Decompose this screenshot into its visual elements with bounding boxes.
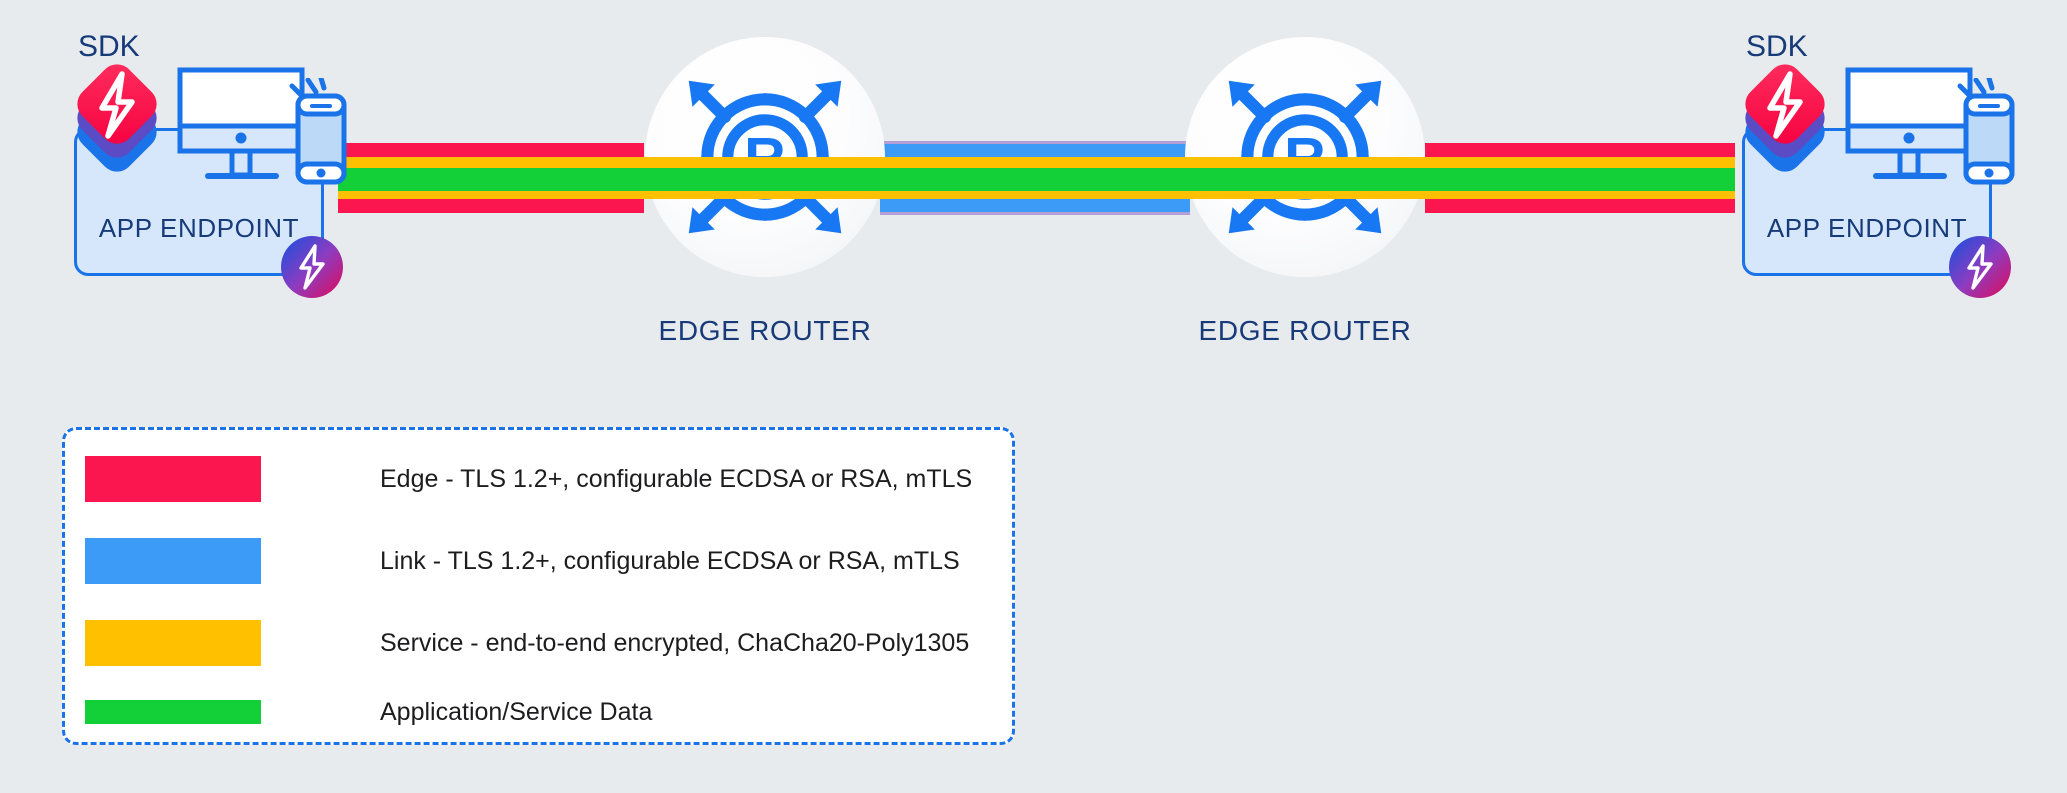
pipe-middle-link-top-blue: [880, 144, 1190, 157]
right-sdk-stack-icon: [1720, 58, 1850, 178]
right-bolt-badge-icon: [1949, 236, 2011, 298]
pipe-middle-link-bottom-hairline: [880, 212, 1190, 215]
link-swatch: [85, 538, 261, 584]
pipe-service-top-yellow: [338, 157, 1735, 168]
legend-label-link: Link - TLS 1.2+, configurable ECDSA or R…: [380, 546, 960, 575]
pipe-right-edge-bottom-red: [1425, 199, 1735, 213]
pipe-left-edge-top-red: [338, 143, 644, 157]
left-sdk-stack-icon: [52, 58, 182, 178]
service-swatch: [85, 620, 261, 666]
left-endpoint-label: APP ENDPOINT: [98, 213, 300, 243]
pipe-left-edge-bottom-red: [338, 199, 644, 213]
legend-item-data: Application/Service Data: [85, 689, 985, 735]
left-sdk-label: SDK: [78, 30, 140, 63]
legend-item-service: Service - end-to-end encrypted, ChaCha20…: [85, 620, 985, 666]
legend-item-edge: Edge - TLS 1.2+, configurable ECDSA or R…: [85, 456, 985, 502]
right-phone-icon: [1948, 75, 2018, 188]
edge-swatch: [85, 456, 261, 502]
left-bolt-badge-icon: [281, 236, 343, 298]
legend-label-service: Service - end-to-end encrypted, ChaCha20…: [380, 628, 970, 657]
left-phone-icon: [280, 75, 350, 188]
right-endpoint-label: APP ENDPOINT: [1766, 213, 1968, 243]
right-sdk-label: SDK: [1746, 30, 1808, 63]
pipe-middle-link-bottom-blue: [880, 199, 1190, 212]
pipe-application-data-green: [338, 168, 1735, 191]
legend-label-edge: Edge - TLS 1.2+, configurable ECDSA or R…: [380, 464, 973, 493]
legend-item-link: Link - TLS 1.2+, configurable ECDSA or R…: [85, 538, 985, 584]
pipe-right-edge-top-red: [1425, 143, 1735, 157]
right-router-label: EDGE ROUTER: [1198, 315, 1412, 346]
legend-label-data: Application/Service Data: [380, 697, 653, 726]
pipe-middle-link-top-hairline: [880, 141, 1190, 144]
left-router-label: EDGE ROUTER: [658, 315, 872, 346]
data-swatch: [85, 700, 261, 724]
pipe-service-bottom-yellow: [338, 191, 1735, 199]
